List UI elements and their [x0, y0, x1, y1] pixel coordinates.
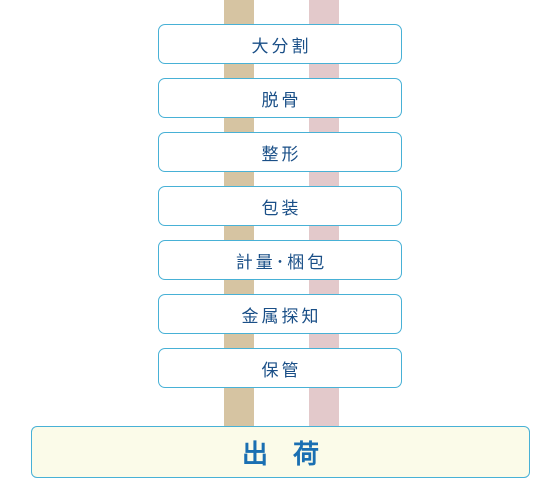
- step-box-2: 脱骨: [158, 78, 402, 118]
- final-step-box: 出 荷: [31, 426, 530, 478]
- step-box-7: 保管: [158, 348, 402, 388]
- step-label: 保管: [261, 360, 302, 381]
- step-box-4: 包装: [158, 186, 402, 226]
- step-label: 脱骨: [261, 90, 302, 111]
- step-label: 計量･梱包: [235, 252, 328, 273]
- step-box-6: 金属探知: [158, 294, 402, 334]
- step-box-1: 大分割: [158, 24, 402, 64]
- step-label: 整形: [261, 144, 302, 165]
- final-step-label: 出 荷: [241, 439, 328, 470]
- step-label: 包装: [261, 198, 302, 219]
- step-label: 金属探知: [241, 306, 322, 327]
- step-label: 大分割: [251, 36, 312, 57]
- step-box-3: 整形: [158, 132, 402, 172]
- step-box-5: 計量･梱包: [158, 240, 402, 280]
